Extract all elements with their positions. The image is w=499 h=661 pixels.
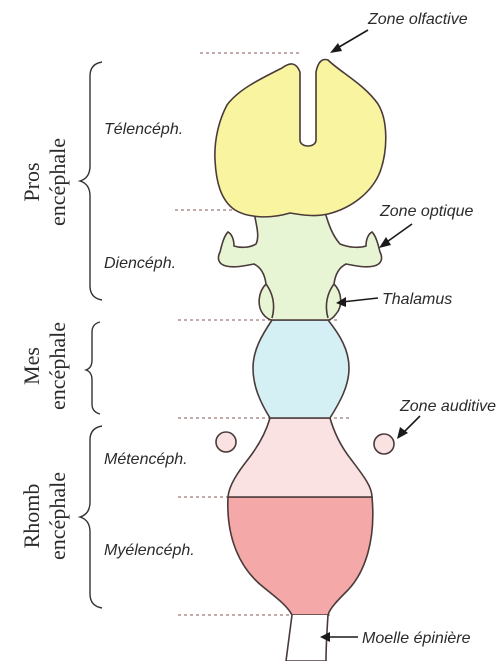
annotation-thalamus: Thalamus	[382, 291, 452, 308]
arrow-auditive	[397, 416, 420, 439]
group-label-mes-line2: encéphale	[45, 322, 70, 410]
auditory-vesicle-right	[374, 434, 394, 454]
annotation-zone-auditive: Zone auditive	[399, 398, 496, 415]
annotation-moelle-epiniere: Moelle épinière	[362, 630, 471, 647]
mesenceph-region	[253, 320, 349, 418]
arrow-thalamus	[336, 297, 378, 307]
group-label-prosencephale: Pros encéphale	[19, 138, 70, 226]
telenceph-region	[215, 60, 386, 217]
annotation-zone-optique: Zone optique	[379, 203, 474, 220]
brace-prosencephale	[80, 62, 102, 300]
auditory-vesicle-left	[216, 432, 236, 452]
region-label-dienceph: Diencéph.	[104, 255, 176, 272]
arrow-olfactive	[330, 30, 368, 53]
dienceph-region	[218, 212, 381, 320]
region-label-myelenceph: Myélencéph.	[104, 542, 195, 559]
group-label-rhombencephale: Rhomb encéphale	[19, 472, 70, 560]
myelenceph-region	[228, 497, 373, 615]
group-label-rhomb-line1: Rhomb	[19, 484, 44, 549]
region-label-metenceph: Métencéph.	[104, 451, 188, 468]
group-label-pros-line2: encéphale	[45, 138, 70, 226]
brace-rhombencephale	[80, 426, 102, 608]
group-label-mesencephale: Mes encéphale	[19, 322, 70, 410]
arrow-optique	[379, 224, 412, 248]
group-label-pros-line1: Pros	[19, 162, 44, 201]
group-label-mes-line1: Mes	[19, 347, 44, 385]
brace-mesencephale	[86, 322, 100, 414]
annotation-zone-olfactive: Zone olfactive	[367, 11, 468, 28]
metenceph-region	[228, 418, 372, 497]
spinal-cord	[286, 615, 328, 661]
group-label-rhomb-line2: encéphale	[45, 472, 70, 560]
region-label-telenceph: Télencéph.	[104, 121, 183, 138]
